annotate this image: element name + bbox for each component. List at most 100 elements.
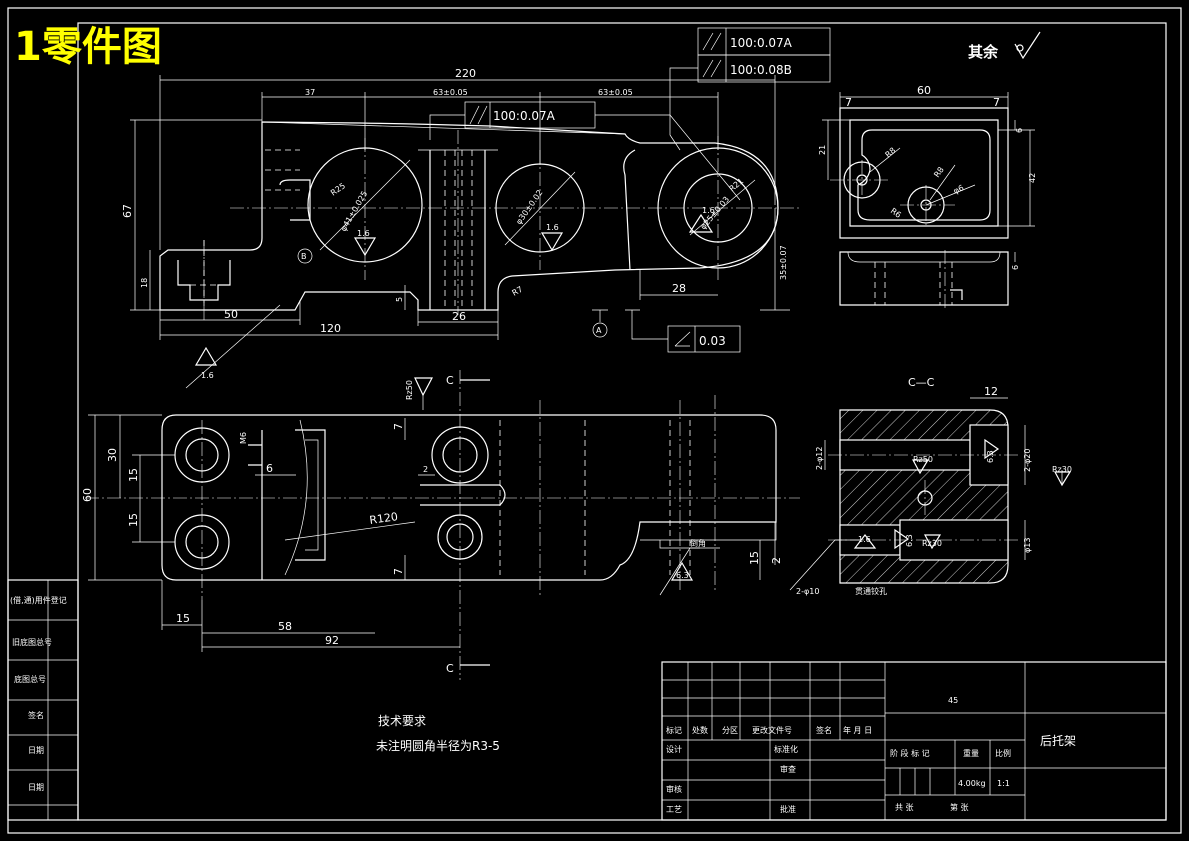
dim-26: 26 [452, 310, 466, 323]
finish-bottom-label: 1.6 [201, 371, 214, 380]
header-mark: 标记 [666, 725, 682, 735]
front-chamfer-label: 倒角 [690, 538, 706, 548]
front-dim-m6: M6 [239, 432, 248, 444]
section-dim-phi12: 2-φ12 [815, 447, 824, 470]
front-dim-15a: 15 [127, 468, 140, 482]
side-dim-r8b: R8 [932, 165, 945, 179]
role-review: 审查 [780, 764, 796, 774]
front-dim-58: 58 [278, 620, 292, 633]
section-title: C—C [908, 376, 935, 389]
section-finish-63b: 6.3 [905, 534, 914, 547]
front-dim-15: 15 [176, 612, 190, 625]
side-dim-6b: 6 [1011, 265, 1020, 270]
role-proc: 工艺 [666, 805, 682, 814]
tech-req-heading: 技术要求 [378, 714, 426, 728]
title-weight: 4.00kg [958, 779, 986, 788]
dim-67: 67 [121, 204, 134, 218]
side-dim-6a: 6 [1015, 128, 1024, 133]
dim-r7: R7 [511, 285, 525, 298]
section-dim-phi20: 2-φ20 [1023, 449, 1032, 472]
role-standard: 标准化 [774, 744, 798, 754]
header-count: 处数 [692, 725, 708, 735]
front-view: 60 30 15 15 M6 6 7 7 2 R120 15 2 15 58 9… [81, 370, 800, 680]
front-dim-60: 60 [81, 488, 94, 502]
section-finish-16: 1.6 [858, 535, 871, 544]
dim-r25: R25 [329, 181, 347, 197]
section-cut-label-bottom: C [446, 662, 454, 675]
front-dim-6: 6 [266, 462, 273, 475]
side-dim-r8a: R8 [884, 146, 898, 160]
tolerance-frame-4: 0.03 [625, 309, 741, 353]
dim-220: 220 [455, 67, 476, 80]
finish-mid-label: 1.6 [546, 223, 559, 232]
tolerance-frame-1: 100:0.07A [697, 27, 831, 56]
section-dim-12: 12 [984, 385, 998, 398]
front-dim-2: 2 [423, 465, 428, 474]
dim-50: 50 [224, 308, 238, 321]
side-dim-phi6: φ6 [952, 183, 965, 196]
dim-r21: R21 [728, 177, 746, 194]
section-cut-label-top: C [446, 374, 454, 387]
section-finish-63a: 6.3 [986, 450, 995, 463]
title-material: 45 [948, 696, 958, 705]
datum-a-label: A [596, 326, 602, 335]
stamp-label-4: 签名 [28, 710, 44, 720]
front-rz50-label: Rz50 [405, 380, 414, 400]
sheet-total: 共 张 [895, 803, 914, 812]
front-dim-15b: 15 [127, 513, 140, 527]
section-dim-phi13: φ13 [1023, 538, 1032, 553]
finish-left-label: 1.6 [357, 229, 370, 238]
front-dim-7a: 7 [392, 423, 405, 430]
section-rz50-label: Rz50 [913, 455, 933, 464]
finish-symbol-icon [1014, 31, 1041, 60]
role-check: 审核 [666, 784, 682, 794]
dim-18: 18 [140, 278, 149, 288]
stamp-label-5: 日期 [28, 746, 44, 755]
side-dim-60: 60 [917, 84, 931, 97]
front-finish-label: 6.3 [676, 571, 689, 580]
side-view: 60 7 7 21 6 42 6 R8 R8 R6 φ6 [818, 84, 1037, 310]
stamp-label-2: 旧底图总号 [12, 637, 52, 647]
drawing-title: 1零件图 [14, 24, 162, 70]
section-dim-phi10: 2-φ10 [796, 587, 819, 596]
stage-label: 阶 段 标 记 [890, 748, 930, 758]
finish-right-label: 1.6 [702, 206, 715, 215]
tolerance-text-3: 100:0.07A [493, 109, 556, 123]
header-sign: 签名 [816, 725, 832, 735]
dim-28: 28 [672, 282, 686, 295]
tolerance-text-4: 0.03 [699, 334, 726, 348]
side-dim-7a: 7 [845, 96, 852, 109]
tech-req-line: 未注明圆角半径为R3-5 [376, 738, 500, 753]
other-finish-label: 其余 [968, 43, 999, 61]
side-dim-21: 21 [818, 145, 827, 155]
title-block: 45 后托架 4.00kg 1:1 标记 处数 分区 更改文件号 签名 年 月 … [661, 661, 1167, 821]
tolerance-frame-3: 100:0.07A [429, 101, 741, 201]
sheet-number: 第 张 [950, 802, 969, 812]
scale-label: 比例 [995, 748, 1011, 758]
technical-requirements: 技术要求 未注明圆角半径为R3-5 [376, 714, 500, 753]
section-view-cc: C—C 12 2-φ12 2-φ20 φ13 Rz50 Rz30 Rz30 6.… [789, 376, 1072, 596]
front-dim-2b: 2 [770, 557, 783, 564]
tolerance-text-1: 100:0.07A [730, 36, 793, 50]
dim-120: 120 [320, 322, 341, 335]
weight-label: 重量 [963, 748, 979, 758]
side-dim-7b: 7 [993, 96, 1000, 109]
header-file: 更改文件号 [752, 725, 792, 735]
other-finish-note: 其余 [968, 31, 1041, 61]
section-rz30-label: Rz30 [922, 539, 942, 548]
front-dim-15c: 15 [748, 551, 761, 565]
section-rz30-outer-label: Rz30 [1052, 465, 1072, 474]
front-dim-7b: 7 [392, 568, 405, 575]
header-date: 年 月 日 [843, 725, 872, 735]
datum-b-label: B [301, 252, 307, 261]
title-part-name: 后托架 [1040, 734, 1076, 748]
side-stamp-column: (借,通)用件登记 旧底图总号 底图总号 签名 日期 日期 [7, 579, 79, 821]
side-dim-r6: R6 [889, 206, 903, 219]
tolerance-text-2: 100:0.08B [730, 63, 792, 77]
front-dim-92: 92 [325, 634, 339, 647]
front-dim-30: 30 [106, 448, 119, 462]
drawing-frame [7, 7, 1182, 834]
front-dim-r120: R120 [369, 510, 399, 527]
dim-63a: 63±0.05 [433, 88, 468, 97]
header-zone: 分区 [722, 726, 738, 735]
